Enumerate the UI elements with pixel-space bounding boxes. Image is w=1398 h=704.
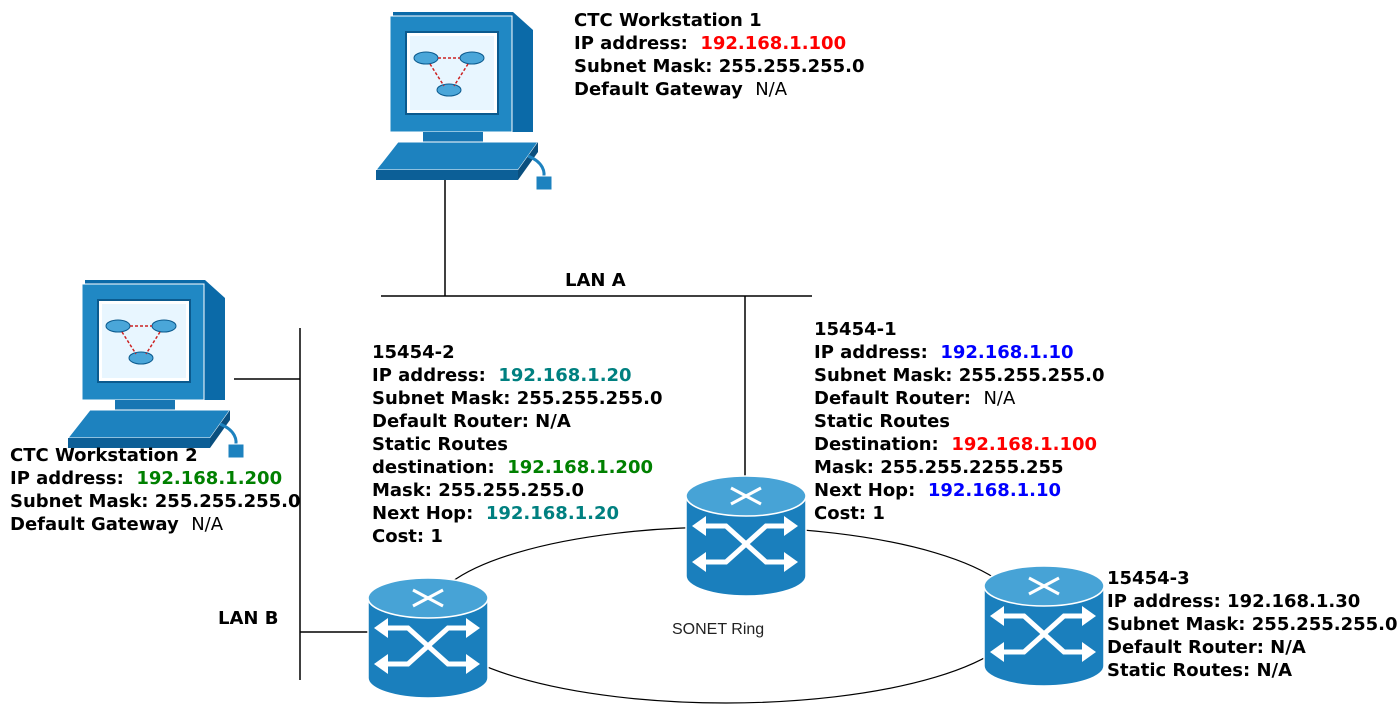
n2-dest-label: destination: [372, 457, 495, 478]
n2-ip-value: 192.168.1.20 [498, 365, 632, 386]
n1-title: 15454-1 [814, 319, 897, 340]
node-15454-1-icon [686, 476, 806, 596]
n2-static-routes: Static Routes [372, 434, 508, 455]
n2-mask-label: Subnet Mask: [372, 388, 511, 409]
ws1-title: CTC Workstation 1 [574, 10, 762, 31]
n3-default-router: Default Router: N/A [1107, 637, 1306, 658]
n2-mask-value: 255.255.255.0 [516, 388, 663, 409]
ws1-mask-value: 255.255.255.0 [718, 56, 865, 77]
ws1-ip-label: IP address: [574, 33, 688, 54]
n2-ip-label: IP address: [372, 365, 486, 386]
n1-mask-value: 255.255.255.0 [958, 365, 1105, 386]
node-15454-2-icon [368, 578, 488, 698]
n2-static-mask: Mask: 255.255.255.0 [372, 480, 584, 501]
n1-cost: Cost: 1 [814, 503, 885, 524]
n2-default-router: Default Router: N/A [372, 411, 571, 432]
n1-router-label: Default Router: [814, 388, 971, 409]
ws1-mask-label: Subnet Mask: [574, 56, 713, 77]
workstation-2-icon [66, 278, 246, 460]
n2-cost: Cost: 1 [372, 526, 443, 547]
ws1-gateway-value: N/A [755, 79, 788, 100]
lan-b-label: LAN B [218, 608, 279, 629]
node-15454-2-info: 15454-2 IP address: 192.168.1.20 Subnet … [372, 341, 663, 548]
ws2-gateway-value: N/A [191, 514, 224, 535]
node-15454-3-info: 15454-3 IP address: 192.168.1.30 Subnet … [1107, 567, 1398, 682]
n2-hop-label: Next Hop: [372, 503, 474, 524]
sonet-ring-label: SONET Ring [672, 621, 765, 638]
n1-hop-label: Next Hop: [814, 480, 916, 501]
n1-static-mask: Mask: 255.255.2255.255 [814, 457, 1064, 478]
n1-ip-value: 192.168.1.10 [940, 342, 1074, 363]
n1-mask-label: Subnet Mask: [814, 365, 953, 386]
ws1-gateway-label: Default Gateway [574, 79, 743, 100]
workstation-1-icon [374, 10, 554, 192]
n3-static-routes: Static Routes: N/A [1107, 660, 1293, 681]
n1-dest-value: 192.168.1.100 [951, 434, 1098, 455]
n2-dest-value: 192.168.1.200 [507, 457, 654, 478]
n1-static-routes: Static Routes [814, 411, 950, 432]
workstation-1-info: CTC Workstation 1 IP address: 192.168.1.… [574, 9, 865, 101]
n1-ip-label: IP address: [814, 342, 928, 363]
ws1-ip-value: 192.168.1.100 [700, 33, 847, 54]
n1-router-value: N/A [983, 388, 1016, 409]
ws2-gateway-label: Default Gateway [10, 514, 179, 535]
lan-a-label: LAN A [565, 270, 626, 291]
n3-mask: Subnet Mask: 255.255.255.0 [1107, 614, 1398, 635]
ws2-mask-label: Subnet Mask: [10, 491, 149, 512]
n3-ip: IP address: 192.168.1.30 [1107, 591, 1361, 612]
workstation-2-info: CTC Workstation 2 IP address: 192.168.1.… [10, 444, 301, 536]
ws2-ip-label: IP address: [10, 468, 124, 489]
n3-title: 15454-3 [1107, 568, 1190, 589]
ws2-title: CTC Workstation 2 [10, 445, 198, 466]
n2-hop-value: 192.168.1.20 [485, 503, 620, 524]
n1-dest-label: Destination: [814, 434, 939, 455]
n2-title: 15454-2 [372, 342, 455, 363]
ws2-mask-value: 255.255.255.0 [154, 491, 301, 512]
node-15454-3-icon [984, 566, 1104, 686]
node-15454-1-info: 15454-1 IP address: 192.168.1.10 Subnet … [814, 318, 1105, 525]
ws2-ip-value: 192.168.1.200 [136, 468, 283, 489]
n1-hop-value: 192.168.1.10 [927, 480, 1062, 501]
